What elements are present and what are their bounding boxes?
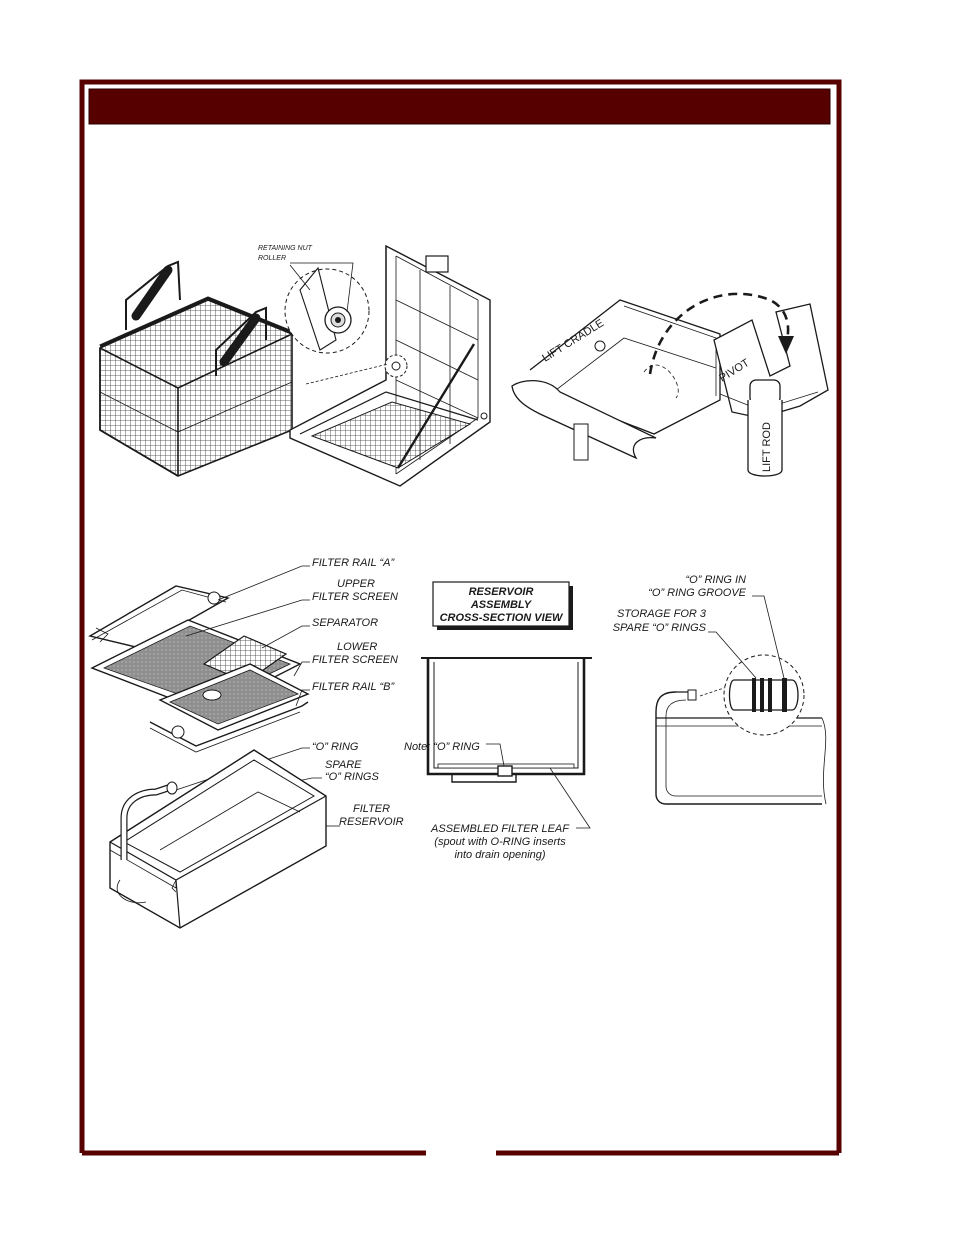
filter-reservoir [109,749,327,929]
separator-label: SEPARATOR [312,617,378,629]
assembled-filter-leaf-label-3: into drain opening) [454,849,545,861]
basket-hanger [284,244,491,487]
o-ring-in-groove-label-2: “O” RING GROOVE [648,587,746,599]
storage-spare-label-1: STORAGE FOR 3 [617,608,707,620]
filter-rail-a-label: FILTER RAIL “A” [312,557,395,569]
filter-reservoir-label-2: RESERVOIR [339,816,404,828]
cross-section-title-1: RESERVOIR [469,586,534,598]
filter-rail-b-label: FILTER RAIL “B” [312,681,395,693]
header-bar [88,88,831,125]
pivot-lift-rod: PIVOT LIFT ROD [648,292,829,477]
assembled-filter-leaf-label-2: (spout with O-RING inserts [434,836,566,848]
lift-cradle: LIFT CRADLE [511,299,721,461]
roller-label: ROLLER [258,255,286,262]
lower-filter-screen-label-1: LOWER [337,641,377,653]
upper-filter-screen-label-2: FILTER SCREEN [312,591,398,603]
spare-o-rings-label-1: SPARE [325,759,362,771]
lower-filter-screen-label-2: FILTER SCREEN [312,654,398,666]
filter-reservoir-label-1: FILTER [353,803,390,815]
lift-rod-label: LIFT ROD [761,422,773,472]
filter-stack [88,585,310,753]
assembled-filter-leaf-label-1: ASSEMBLED FILTER LEAF [430,823,570,835]
cross-section-title-3: CROSS-SECTION VIEW [440,612,564,624]
spare-o-rings-label-2: “O” RINGS [325,771,379,783]
storage-spare-label-2: SPARE “O” RINGS [613,622,707,634]
reservoir-cross-section [421,657,592,829]
page-frame [79,79,842,1156]
fry-basket [99,260,293,477]
note-o-ring-label: Note: “O” RING [404,741,480,753]
upper-filter-screen-label-1: UPPER [337,578,375,590]
o-ring-label: “O” RING [312,741,359,753]
cross-section-title-box [432,581,573,630]
o-ring-in-groove-label-1: “O” RING IN [686,574,747,586]
o-ring-detail [655,595,827,805]
cross-section-title-2: ASSEMBLY [470,599,533,611]
filter-leaders [175,565,340,827]
retaining-nut-label: RETAINING NUT [258,245,313,252]
